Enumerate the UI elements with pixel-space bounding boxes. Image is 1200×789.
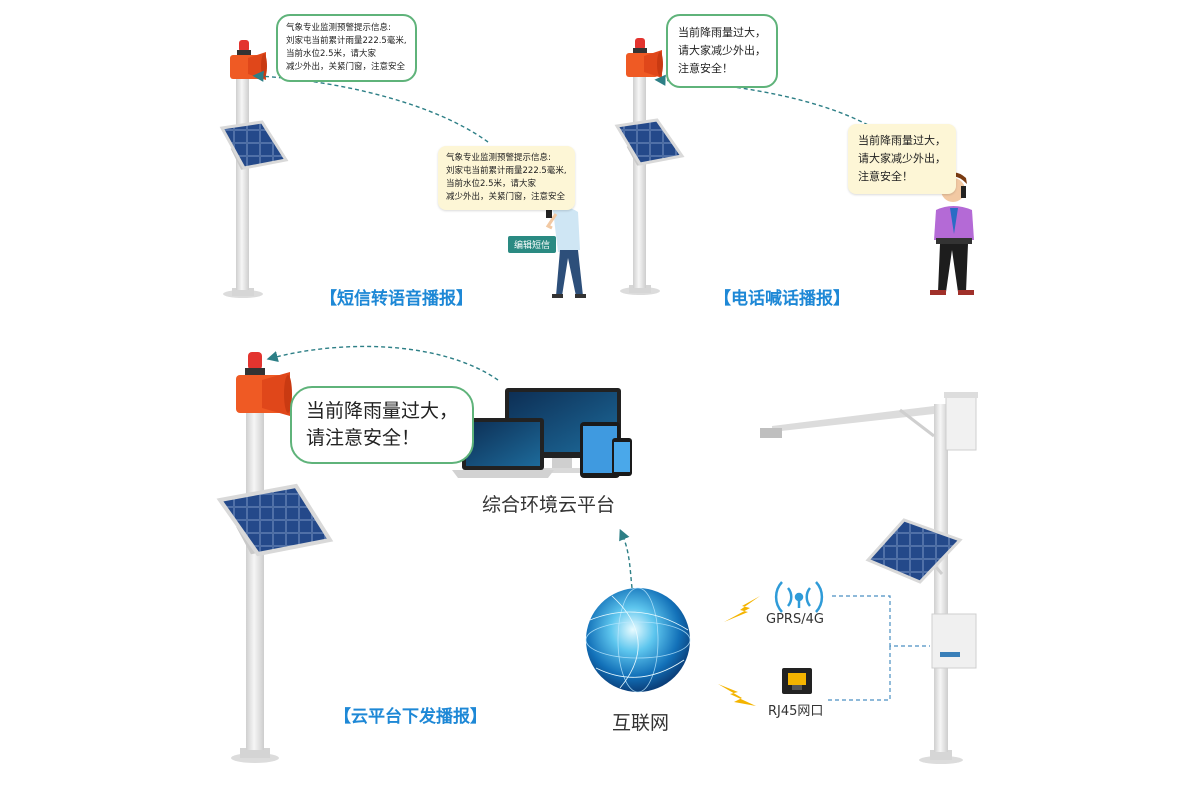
cloud-platform-devices-icon [452, 388, 632, 478]
phone-sms-bubble: 气象专业监测预警提示信息: 刘家屯当前累计雨量222.5毫米, 当前水位2.5米… [438, 146, 575, 210]
speaker-message-bubble-sms: 气象专业监测预警提示信息: 刘家屯当前累计雨量222.5毫米, 当前水位2.5米… [276, 14, 417, 82]
internet-globe-icon [585, 587, 691, 693]
speaker-message-bubble-cloud: 当前降雨量过大， 请注意安全！ [290, 386, 475, 464]
rj45-label: RJ45网口 [768, 704, 824, 719]
lightning-rj45-icon [718, 684, 756, 706]
gprs-label: GPRS/4G [766, 612, 824, 627]
solar-panel [216, 483, 334, 557]
bubble-line: 当前降雨量过大， [678, 26, 766, 39]
rj45-port-icon [782, 668, 812, 694]
connector-rj45-line [828, 646, 891, 701]
panel-title-sms: 【短信转语音播报】 [320, 289, 473, 309]
bubble-line: 减少外出，关紧门窗，注意安全 [446, 192, 566, 202]
connector-gprs-line [832, 595, 930, 647]
internet-to-platform-arrow [619, 528, 633, 589]
bubble-line: 刘家屯当前累计雨量222.5毫米, [446, 166, 567, 176]
pole-station-cloud [216, 352, 334, 763]
panel-title-cloud: 【云平台下发播报】 [334, 707, 487, 727]
signal-arrow-cloud [266, 345, 499, 381]
bubble-line: 当前降雨量过大， [858, 134, 946, 147]
speaker-message-bubble-phone: 当前降雨量过大， 请大家减少外出， 注意安全！ [666, 14, 778, 88]
bubble-line: 当前水位2.5米，请大家 [446, 179, 537, 189]
alarm-speaker [626, 38, 663, 78]
lightning-gprs-icon [724, 596, 760, 622]
bubble-line: 注意安全！ [858, 170, 913, 183]
pole-station-sms [219, 40, 289, 298]
signal-arrow-sms [252, 70, 489, 143]
bubble-line: 请大家减少外出， [858, 152, 946, 165]
person-calling-icon [930, 172, 974, 295]
caller-speech-bubble: 当前降雨量过大， 请大家减少外出， 注意安全！ [848, 124, 956, 194]
edit-sms-tag: 编辑短信 [508, 236, 557, 253]
bubble-line: 注意安全！ [678, 62, 733, 75]
alarm-speaker [230, 40, 267, 80]
bubble-line: 减少外出，关紧门窗，注意安全 [286, 62, 406, 72]
solar-panel [219, 120, 289, 170]
panel-title-phone: 【电话喊话播报】 [714, 289, 850, 309]
solar-panel [614, 118, 685, 166]
platform-label: 综合环境云平台 [482, 494, 616, 516]
pole-station-phone [614, 38, 685, 295]
alarm-speaker [236, 352, 292, 416]
bubble-line: 当前水位2.5米，请大家 [286, 49, 377, 59]
wireless-signal-icon [774, 581, 824, 613]
internet-label: 互联网 [612, 712, 670, 734]
bubble-line: 请注意安全！ [306, 427, 421, 449]
bubble-line: 刘家屯当前累计雨量222.5毫米, [286, 36, 407, 46]
bubble-line: 当前降雨量过大， [306, 400, 459, 422]
bubble-line: 气象专业监测预警提示信息: [446, 153, 551, 163]
bubble-line: 气象专业监测预警提示信息: [286, 23, 391, 33]
bubble-line: 请大家减少外出， [678, 44, 766, 57]
weather-station-tower [760, 392, 978, 764]
